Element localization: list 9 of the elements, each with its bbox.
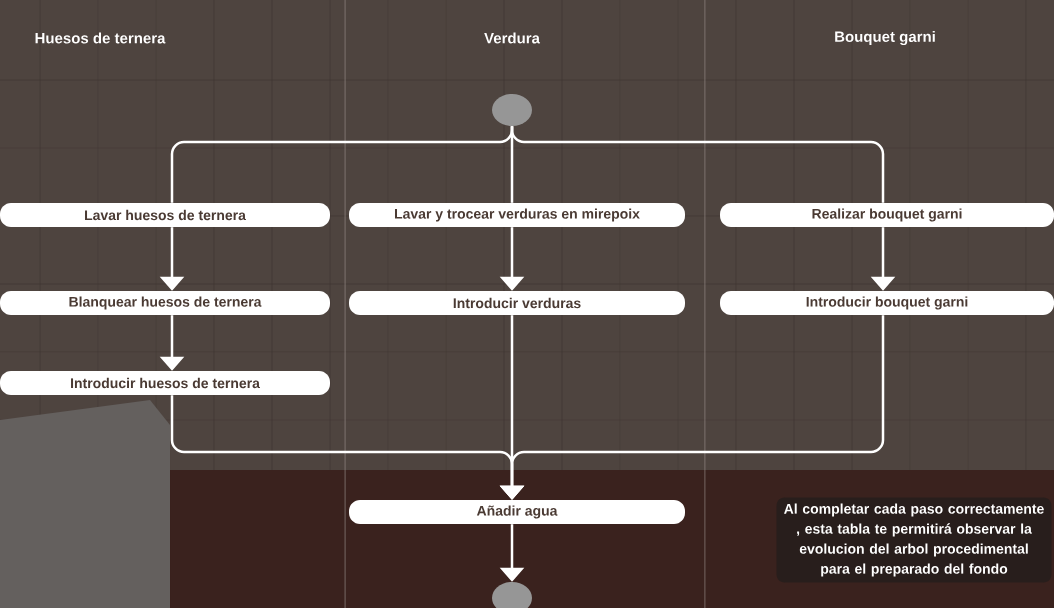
- start-node: [492, 94, 532, 126]
- lane-heading: Verdura: [484, 32, 541, 44]
- lane-heading: Huesos de ternera: [35, 32, 166, 44]
- note-box: Al completar cada paso correctamente , esta tabla te permitirá observar la evolucion del arbol procedimental para el preparado del fondo: [776, 497, 1052, 583]
- end-node: [492, 582, 532, 608]
- lane-heading: Bouquet garni: [835, 31, 935, 46]
- action-box: Lavar huesos de ternera: [0, 203, 330, 227]
- action-box: Realizar bouquet garni: [720, 203, 1054, 227]
- action-box: Lavar y trocear verduras en mirepoix: [349, 203, 685, 227]
